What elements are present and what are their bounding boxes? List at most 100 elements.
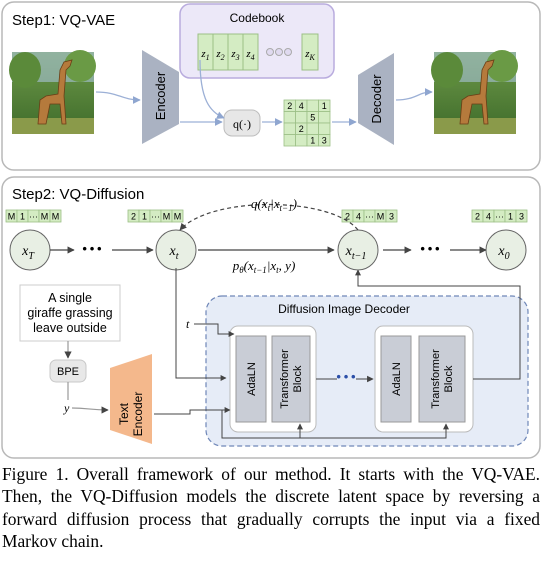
token-value: ··· bbox=[495, 212, 504, 222]
codebook-cell bbox=[301, 33, 319, 71]
token-cell bbox=[515, 209, 528, 223]
codebook-entry: z3 bbox=[230, 48, 239, 62]
token-value: 1 bbox=[142, 212, 147, 222]
latent-cell bbox=[295, 111, 308, 124]
token-value: M bbox=[377, 212, 385, 222]
arrow-decoder-xt1 bbox=[355, 269, 521, 380]
token-value: 2 bbox=[475, 212, 480, 222]
latent-cell bbox=[306, 122, 319, 135]
latent-token: 4 bbox=[299, 101, 304, 111]
decoder-label: Decoder bbox=[369, 74, 384, 124]
adaln-label-2: AdaLN bbox=[391, 362, 403, 396]
adaln-block-1 bbox=[235, 335, 267, 423]
token-value: 4 bbox=[356, 212, 361, 222]
codebook-entry: z2 bbox=[215, 48, 224, 62]
diffusion-image-decoder: Diffusion Image Decoder AdaLN Transforme… bbox=[205, 295, 529, 447]
transformer-label-2: TransformerBlock bbox=[430, 349, 455, 409]
figure-caption: Figure 1. Overall framework of our metho… bbox=[2, 464, 540, 552]
arrow-y-text-encoder bbox=[71, 406, 109, 414]
state-node bbox=[485, 229, 527, 271]
quantizer-label: q(·) bbox=[233, 117, 251, 131]
latent-token: 5 bbox=[310, 113, 315, 123]
latent-token: 1 bbox=[310, 136, 315, 146]
decoder-dots: ··· bbox=[335, 364, 357, 389]
token-value: M bbox=[174, 212, 182, 222]
arrow-cond-block2 bbox=[300, 423, 449, 439]
state-node bbox=[337, 229, 379, 271]
reverse-process-label: pθ(xt−1|xt, y) bbox=[232, 258, 296, 275]
latent-token: 2 bbox=[287, 101, 292, 111]
arrow-textenc-decoder bbox=[154, 407, 231, 415]
token-value: 3 bbox=[519, 212, 524, 222]
step2-title: Step2: VQ-Diffusion bbox=[12, 186, 144, 203]
latent-token: 2 bbox=[299, 124, 304, 134]
latent-cell bbox=[295, 134, 308, 147]
dots-right: ··· bbox=[419, 236, 441, 261]
arrow-image-to-encoder bbox=[95, 91, 141, 104]
forward-process-arrow bbox=[179, 204, 359, 231]
latent-cell bbox=[306, 99, 319, 112]
arrow-decoder-to-image bbox=[395, 88, 433, 101]
text-encoder-label: TextEncoder bbox=[117, 392, 145, 437]
token-value: 2 bbox=[345, 212, 350, 222]
t-label: t bbox=[186, 317, 190, 331]
arrow-codebook-to-quantizer bbox=[199, 59, 225, 119]
token-value: ··· bbox=[365, 212, 374, 222]
state-label: xt bbox=[169, 244, 179, 262]
state-node bbox=[155, 229, 197, 271]
token-value: 3 bbox=[389, 212, 394, 222]
codebook-entry: zK bbox=[304, 48, 315, 62]
transformer-block-1 bbox=[271, 335, 311, 423]
input-giraffe-image bbox=[9, 50, 96, 134]
adaln-block-2 bbox=[380, 335, 412, 423]
latent-cell bbox=[318, 134, 331, 147]
token-cell bbox=[385, 209, 398, 223]
arrow-xt-decoder bbox=[175, 268, 227, 381]
transformer-label-1: TransformerBlock bbox=[279, 349, 304, 409]
dots-left: ··· bbox=[81, 236, 103, 261]
codebook-cell bbox=[242, 33, 259, 71]
text-encoder: TextEncoder bbox=[110, 354, 152, 444]
token-value: M bbox=[8, 212, 16, 222]
token-value: 1 bbox=[20, 212, 25, 222]
token-value: 2 bbox=[131, 212, 136, 222]
token-value: ··· bbox=[29, 212, 38, 222]
codebook-ellipsis bbox=[266, 48, 274, 56]
latent-cell bbox=[283, 111, 296, 124]
latent-cell bbox=[318, 111, 331, 124]
transformer-block-2 bbox=[418, 335, 466, 423]
encoder-label: Encoder bbox=[153, 71, 168, 120]
token-value: M bbox=[52, 212, 60, 222]
step1-title: Step1: VQ-VAE bbox=[12, 12, 115, 29]
y-label: y bbox=[63, 401, 70, 415]
latent-cell bbox=[318, 122, 331, 135]
encoder: Encoder bbox=[142, 50, 179, 144]
arrow-cond-block1 bbox=[221, 410, 303, 439]
codebook-ellipsis bbox=[284, 48, 292, 56]
token-value: M bbox=[41, 212, 49, 222]
latent-cell bbox=[283, 134, 296, 147]
state-node bbox=[9, 229, 51, 271]
adaln-label-1: AdaLN bbox=[246, 362, 258, 396]
latent-token: 3 bbox=[322, 136, 327, 146]
token-value: ··· bbox=[151, 212, 160, 222]
token-value: M bbox=[163, 212, 171, 222]
token-value: 1 bbox=[508, 212, 513, 222]
codebook-ellipsis bbox=[275, 48, 283, 56]
quantizer: q(·) bbox=[223, 109, 261, 137]
decoder: Decoder bbox=[358, 53, 394, 145]
token-cell bbox=[171, 209, 184, 223]
arrow-t-adaln bbox=[194, 323, 235, 337]
latent-cell bbox=[283, 122, 296, 135]
bpe-label: BPE bbox=[57, 366, 79, 378]
codebook-entry: z4 bbox=[245, 48, 254, 62]
token-value: 4 bbox=[486, 212, 491, 222]
codebook-entry: z1 bbox=[200, 48, 209, 62]
